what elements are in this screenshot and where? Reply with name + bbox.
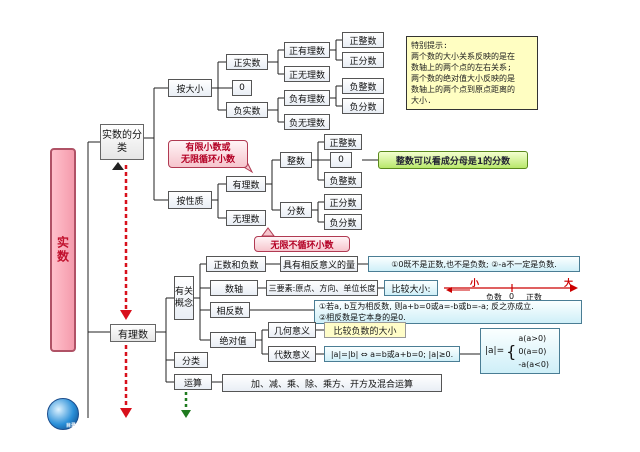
pos-rational-node[interactable]: 正有理数 [284,42,330,58]
geo-meaning-node[interactable]: 几何意义 [268,322,316,338]
brace-icon: { [506,341,517,361]
neg-integer-node-a[interactable]: 负整数 [342,78,384,94]
zero-integer-node[interactable]: 0 [330,152,352,168]
abs-value-node[interactable]: 绝对值 [210,332,256,348]
big-label: 大 [564,279,574,289]
abs-cases: a(a>0) 0(a=0) -a(a<0) [518,332,549,371]
neg-rational-node[interactable]: 负有理数 [284,90,330,106]
tip-note: 特别提示: 两个数的大小关系反映的是在 数轴上的两个点的左右关系; 两个数的绝对… [406,36,538,110]
pos-neg-node[interactable]: 正数和负数 [206,256,266,272]
irrational-callout: 无限不循环小数 [254,236,350,252]
section-title: 实数 [50,148,76,352]
rational-node[interactable]: 有理数 [226,176,266,192]
operations-list[interactable]: 加、减、乘、除、乘方、开方及混合运算 [222,374,442,392]
neg-numbers-label: 负数 [486,293,502,302]
negative-real-node[interactable]: 负实数 [226,102,268,118]
classify-node[interactable]: 分类 [174,352,208,368]
compare-size-node[interactable]: 比较大小: [384,280,438,296]
abs-case: a(a>0) [518,333,547,343]
globe-label: 目录 [65,423,76,429]
abs-formula-node: |a|=|b| ⇔ a=b或a+b=0; |a|≥0. [324,346,460,362]
neg-fraction-node-a[interactable]: 负分数 [342,98,384,114]
opposite-note: ①若a, b互为相反数, 则a+b=0或a=-b或b=-a; 反之亦成立. ②相… [314,300,582,324]
finite-decimal-callout: 有限小数或 无限循环小数 [168,140,248,168]
small-label: 小 [470,279,480,289]
globe-nav-button[interactable]: 目录 [47,398,79,430]
compare-neg-node: 比较负数的大小 [324,322,406,338]
by-nature-node[interactable]: 按性质 [168,191,212,209]
zero-node[interactable]: 0 [232,80,252,96]
zero-axis-label: 0 [509,292,515,301]
neg-integer-node-b[interactable]: 负整数 [324,172,362,188]
abs-case: 0(a=0) [518,346,547,356]
related-concepts-node[interactable]: 有关 概念 [174,276,194,320]
fraction-node[interactable]: 分数 [280,202,312,218]
three-elements-node[interactable]: 三要素:原点、方向、单位长度 [266,280,378,296]
zero-note: ①0既不是正数,也不是负数; ②-a不一定是负数. [368,256,580,272]
positive-real-node[interactable]: 正实数 [226,54,268,70]
pos-integer-node-b[interactable]: 正整数 [324,134,362,150]
operations-node[interactable]: 运算 [174,374,212,390]
by-size-node[interactable]: 按大小 [168,79,212,97]
pos-fraction-node-b[interactable]: 正分数 [324,194,362,210]
abs-definition-box: |a|= { a(a>0) 0(a=0) -a(a<0) [480,328,560,374]
opposite-number-node[interactable]: 相反数 [210,302,250,318]
abs-def-lhs: |a|= [485,346,505,356]
rational-main-node[interactable]: 有理数 [110,324,156,342]
neg-fraction-node-b[interactable]: 负分数 [324,214,362,230]
opposite-meaning-node[interactable]: 具有相反意义的量 [280,256,358,272]
alg-meaning-node[interactable]: 代数意义 [268,346,316,362]
pos-irrational-node[interactable]: 正无理数 [284,66,330,82]
number-line-node[interactable]: 数轴 [210,280,258,296]
abs-case: -a(a<0) [518,359,550,369]
integer-node[interactable]: 整数 [280,152,312,168]
irrational-node[interactable]: 无理数 [226,210,266,226]
pos-numbers-label: 正数 [526,293,542,302]
pos-fraction-node-a[interactable]: 正分数 [342,52,384,68]
pos-integer-node-a[interactable]: 正整数 [342,32,384,48]
section-title-text: 实数 [55,236,70,264]
real-classification-node[interactable]: 实数的分类 [100,124,144,160]
integer-fraction-note: 整数可以看成分母是1的分数 [378,151,528,169]
neg-irrational-node[interactable]: 负无理数 [284,114,330,130]
